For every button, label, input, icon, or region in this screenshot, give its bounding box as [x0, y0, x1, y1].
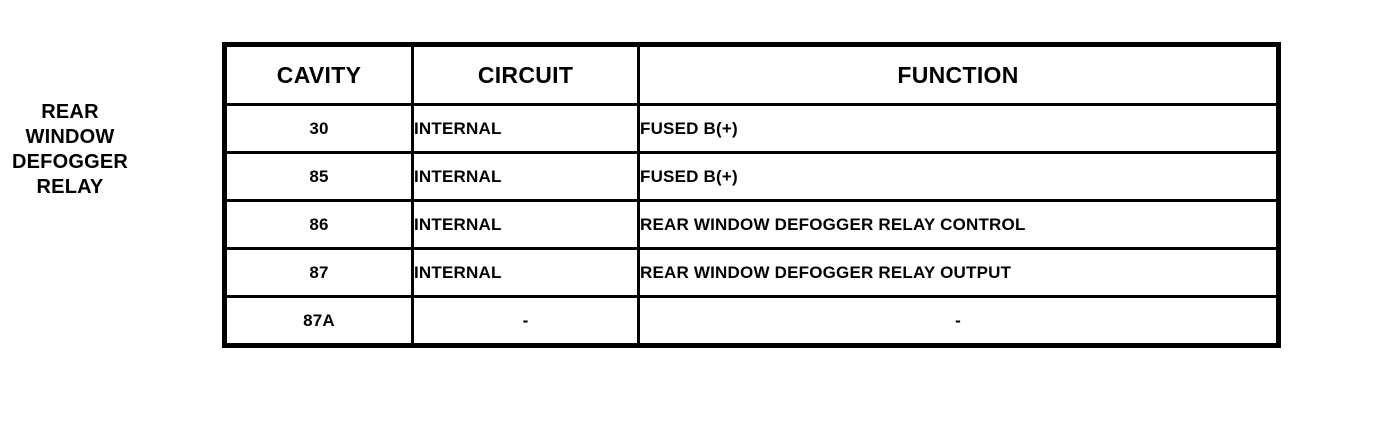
pinout-table: CAVITY CIRCUIT FUNCTION 30 INTERNAL FUSE… — [222, 42, 1281, 348]
table-row: 87A - - — [223, 295, 1280, 347]
column-header-circuit: CIRCUIT — [411, 43, 640, 106]
table-row: 85 INTERNAL FUSED B(+) — [223, 151, 1280, 202]
cell-circuit: - — [411, 295, 640, 347]
cell-function: REAR WINDOW DEFOGGER RELAY CONTROL — [637, 199, 1280, 250]
cell-function: - — [637, 295, 1280, 347]
table-header: CAVITY CIRCUIT FUNCTION — [223, 43, 1280, 106]
cell-circuit: INTERNAL — [411, 199, 640, 250]
cell-cavity: 30 — [223, 103, 414, 154]
cell-cavity: 87A — [223, 295, 414, 347]
cell-cavity: 86 — [223, 199, 414, 250]
table-row: 87 INTERNAL REAR WINDOW DEFOGGER RELAY O… — [223, 247, 1280, 298]
component-label-line-2: WINDOW — [25, 126, 115, 148]
cell-circuit: INTERNAL — [411, 103, 640, 154]
cell-cavity: 87 — [223, 247, 414, 298]
table-row: 86 INTERNAL REAR WINDOW DEFOGGER RELAY C… — [223, 199, 1280, 250]
cell-cavity: 85 — [223, 151, 414, 202]
column-header-cavity: CAVITY — [223, 43, 414, 106]
cell-circuit: INTERNAL — [411, 247, 640, 298]
cell-function: FUSED B(+) — [637, 151, 1280, 202]
component-label-line-4: RELAY — [36, 176, 104, 198]
component-label-line-1: REAR — [41, 101, 99, 123]
column-header-function: FUNCTION — [637, 43, 1280, 106]
component-label-line-3: DEFOGGER — [11, 151, 129, 173]
table-header-row: CAVITY CIRCUIT FUNCTION — [223, 43, 1280, 106]
component-label: REAR WINDOW DEFOGGER RELAY — [0, 100, 140, 200]
cell-function: FUSED B(+) — [637, 103, 1280, 154]
cell-circuit: INTERNAL — [411, 151, 640, 202]
table-body: 30 INTERNAL FUSED B(+) 85 INTERNAL FUSED… — [223, 103, 1280, 347]
table-row: 30 INTERNAL FUSED B(+) — [223, 103, 1280, 154]
cell-function: REAR WINDOW DEFOGGER RELAY OUTPUT — [637, 247, 1280, 298]
